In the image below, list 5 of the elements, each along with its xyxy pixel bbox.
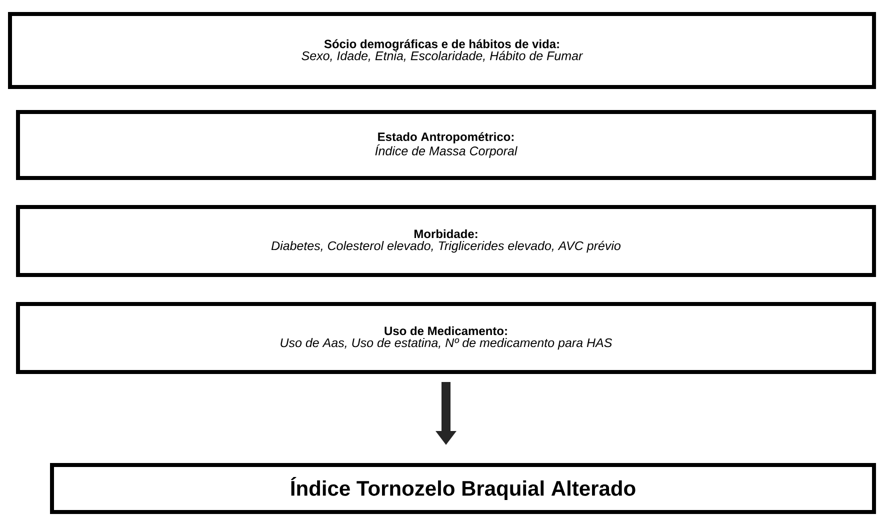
category-box: Estado Antropométrico: Índice de Massa Corporal (16, 110, 876, 180)
category-box: Morbidade: Diabetes, Colesterol elevado, Triglicerides elevado, AVC prévio (16, 205, 876, 277)
outcome-box: Índice Tornozelo Braquial Alterado (50, 463, 876, 514)
category-box: Uso de Medicamento: Uso de Aas, Uso de estatina, Nº de medicamento para HAS (16, 302, 876, 374)
category-box: Sócio demográficas e de hábitos de vida: Sexo, Idade, Etnia, Escolaridade, Hábito de Fumar (8, 12, 876, 89)
